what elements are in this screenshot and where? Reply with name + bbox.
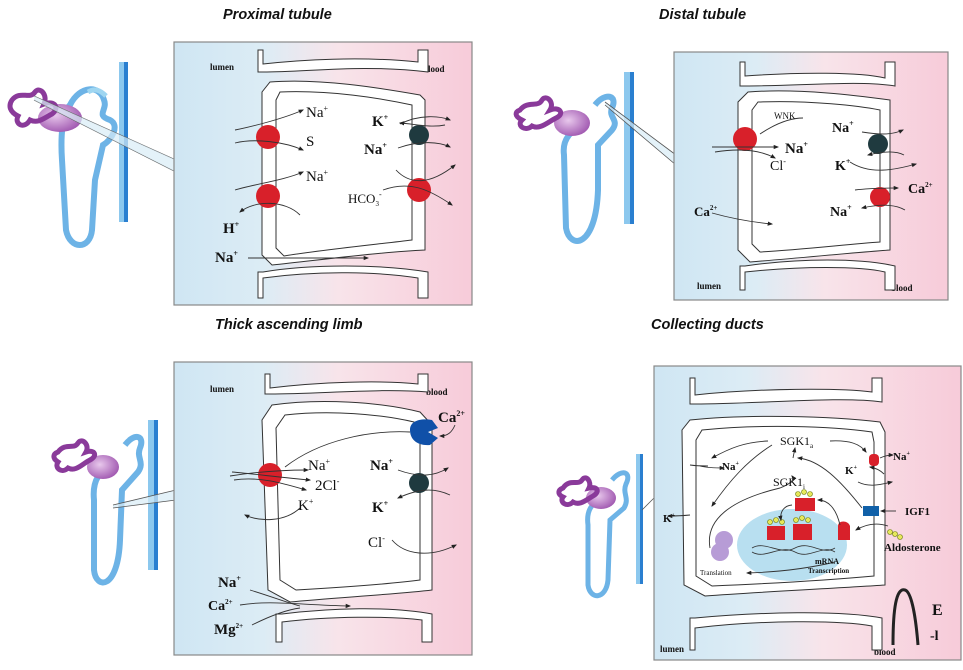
ion-label: K+ bbox=[663, 513, 676, 525]
pump-dark bbox=[409, 125, 429, 145]
transporter-red bbox=[870, 187, 890, 207]
panel-title-distal: Distal tubule bbox=[659, 7, 747, 23]
blood-label: blood bbox=[426, 387, 448, 397]
mrna-label: mRNA bbox=[815, 557, 839, 566]
ion-label: K+ bbox=[845, 465, 858, 477]
kinase-label: WNK bbox=[774, 111, 796, 121]
lumen-label: lumen bbox=[660, 644, 684, 654]
aldosterone-label: Aldosterone bbox=[884, 542, 941, 554]
ion-label: Cl- bbox=[368, 534, 385, 551]
panel-title-tal: Thick ascending limb bbox=[215, 317, 363, 333]
transporter-red bbox=[733, 127, 757, 151]
transporter-red bbox=[407, 178, 431, 202]
ion-label: K+ bbox=[298, 497, 314, 514]
blood-label: blood bbox=[874, 647, 896, 657]
receptor-blue bbox=[410, 419, 438, 446]
ion-label: Cl- bbox=[770, 157, 786, 174]
kinase-label: SGK1a bbox=[780, 434, 814, 450]
blood-label: blood bbox=[891, 283, 913, 293]
ion-label: HCO3- bbox=[348, 190, 382, 208]
kinase-label: SGK1i bbox=[773, 475, 805, 491]
blood-label: blood bbox=[423, 64, 445, 74]
nephron-icon bbox=[51, 420, 177, 586]
panel-proximal: lumen blood Na+ S Na+ H+ Na+ K+ Na+ HCO3… bbox=[7, 41, 473, 306]
lumen-label: lumen bbox=[697, 281, 721, 291]
ribosome bbox=[711, 543, 729, 561]
ion-label: Na+ bbox=[785, 140, 808, 157]
panel-distal: lumen blood WNK Na+ Cl- Ca2+ Na+ K+ Ca2+… bbox=[513, 51, 949, 301]
ion-label: Na+ bbox=[218, 574, 241, 591]
ion-label: Ca2+ bbox=[208, 598, 233, 614]
partial-glyph: -l bbox=[930, 629, 939, 644]
ion-label: Na+ bbox=[215, 249, 238, 266]
nephron-icon bbox=[7, 62, 177, 248]
ion-label: Mg2+ bbox=[214, 622, 243, 638]
nucleus bbox=[737, 509, 847, 581]
ion-label: Na+ bbox=[893, 451, 910, 463]
ion-label: Na+ bbox=[308, 457, 331, 474]
panel-title-proximal: Proximal tubule bbox=[223, 7, 332, 23]
decorative-curve bbox=[891, 588, 920, 646]
transporter-red bbox=[258, 463, 282, 487]
transporter-red bbox=[256, 125, 280, 149]
ion-label: Na+ bbox=[306, 104, 329, 121]
igf1-receptor bbox=[863, 506, 879, 516]
panel-tal: lumen blood Na+ 2Cl- K+ Ca2+ Na+ K+ Cl- … bbox=[51, 361, 473, 656]
panel-title-collecting: Collecting ducts bbox=[651, 317, 764, 333]
ion-label: Na+ bbox=[722, 461, 739, 473]
ion-label: Na+ bbox=[370, 457, 393, 474]
ion-label: Ca2+ bbox=[438, 409, 465, 426]
ion-label: Ca2+ bbox=[694, 204, 717, 219]
partial-glyph: E bbox=[932, 602, 943, 619]
nephron-icon bbox=[556, 454, 655, 599]
ion-label: H+ bbox=[223, 220, 240, 237]
ion-label: Na+ bbox=[832, 119, 854, 136]
ion-label: Ca2+ bbox=[908, 181, 933, 197]
lumen-label: lumen bbox=[210, 384, 234, 394]
ion-label: Na+ bbox=[364, 141, 387, 158]
transporter-red bbox=[256, 184, 280, 208]
pump-dark bbox=[868, 134, 888, 154]
igf1-label: IGF1 bbox=[905, 506, 930, 518]
ion-label: K+ bbox=[835, 157, 851, 174]
ion-label: K+ bbox=[372, 113, 389, 130]
translation-label: Translation bbox=[700, 569, 732, 577]
ion-label: Na+ bbox=[306, 168, 329, 185]
nephron-icon bbox=[513, 72, 677, 244]
pump-red bbox=[869, 454, 879, 466]
pump-dark bbox=[409, 473, 429, 493]
receptor-complex bbox=[767, 498, 850, 540]
ion-label: K+ bbox=[372, 499, 389, 516]
lumen-label: lumen bbox=[210, 62, 234, 72]
ion-label: Na+ bbox=[830, 203, 852, 220]
ion-label: S bbox=[306, 134, 314, 150]
transcription-label: Transcription bbox=[808, 567, 849, 575]
ion-label: 2Cl- bbox=[315, 477, 340, 494]
panel-collecting: lumen blood bbox=[556, 365, 962, 661]
